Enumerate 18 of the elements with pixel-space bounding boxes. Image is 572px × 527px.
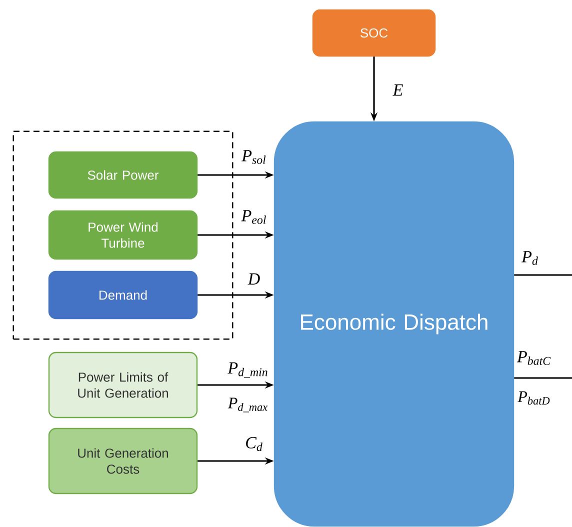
edge-label: P$_{batC}$ [516,351,551,365]
process-box: Solar Power [48,151,198,199]
edge-label: C$_{d}$ [246,437,262,451]
process-box: Power Limits of Unit Generation [48,352,198,418]
edge-label: E [392,84,403,96]
process-box: Demand [48,270,198,320]
process-box: Unit Generation Costs [48,428,198,494]
dashed-group-box [12,130,234,340]
signal-label: P$_{batD}$ [518,391,550,405]
edge-label: P$_{d_min}$ [228,362,268,378]
edge-label: P$_{sol}$ [242,150,266,164]
process-box: Economic Dispatch [274,121,514,527]
edge-label: P$_{d}$ [522,251,538,265]
process-box: Power Wind Turbine [48,210,198,260]
process-box: SOC [312,9,436,57]
edge-label: D [248,273,260,285]
signal-label: P$_{d_max}$ [228,398,268,412]
edge-label: P$_{eol}$ [241,210,266,224]
